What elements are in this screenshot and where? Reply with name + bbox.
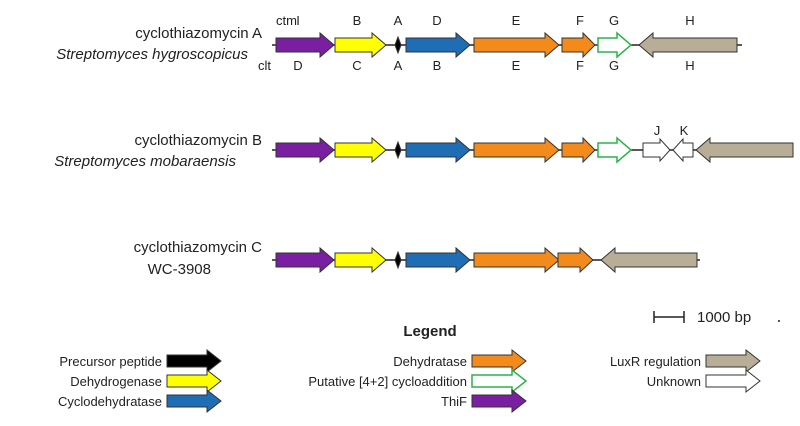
- cluster-a-gene-labels: I B A D E F G H D C A B E F G H: [293, 13, 694, 73]
- cluster-a-row-label-bottom: clt: [258, 58, 271, 73]
- cluster-c-genes: [275, 246, 698, 274]
- legend-swatch-cycloaddition: [471, 368, 528, 394]
- gene-arrow: [405, 136, 471, 164]
- gene-arrow: [642, 137, 671, 163]
- gene-arrow: [394, 35, 402, 55]
- gene-label-bottom: F: [576, 58, 584, 73]
- legend: Precursor peptide Dehydrogenase Cyclodeh…: [58, 348, 761, 414]
- gene-label-bottom: D: [293, 58, 302, 73]
- legend-label-luxr: LuxR regulation: [610, 354, 701, 369]
- gene-arrow: [334, 31, 387, 59]
- cluster-c-organism: WC-3908: [148, 261, 211, 278]
- gene-arrow: [405, 31, 471, 59]
- gene-arrow: [695, 136, 794, 164]
- scale-bar-label: 1000 bp: [697, 309, 751, 326]
- gene-arrow: [275, 31, 335, 59]
- gene-label-top: G: [609, 13, 619, 28]
- scale-dot: [778, 320, 780, 322]
- gene-arrow: [597, 31, 633, 59]
- gene-arrow: [561, 136, 596, 164]
- gene-label-bottom: B: [433, 58, 442, 73]
- gene-label-bottom: C: [352, 58, 361, 73]
- legend-label-unknown: Unknown: [647, 374, 701, 389]
- gene-label-top: B: [353, 13, 362, 28]
- gene-arrow: [473, 246, 560, 274]
- gene-label-top: J: [654, 123, 661, 138]
- gene-arrow: [597, 136, 633, 164]
- cluster-b-organism: Streptomyces mobaraensis: [54, 153, 236, 170]
- gene-label-top: E: [512, 13, 521, 28]
- legend-swatch-thif: [471, 388, 527, 414]
- legend-swatch-luxr: [705, 348, 761, 374]
- gene-label-bottom: G: [609, 58, 619, 73]
- cluster-a-name: cyclothiazomycin A: [135, 25, 262, 42]
- legend-swatch-dehydrogenase: [166, 368, 222, 394]
- gene-arrow: [672, 137, 694, 163]
- gene-label-top: F: [576, 13, 584, 28]
- gene-arrow: [473, 136, 560, 164]
- scale-bar: 1000 bp: [653, 309, 780, 326]
- legend-swatch-unknown: [705, 368, 761, 394]
- cluster-a-row-label-top: ctm: [276, 13, 297, 28]
- legend-label-dehydratase: Dehydratase: [393, 354, 467, 369]
- legend-label-cycloaddition: Putative [4+2] cycloaddition: [308, 374, 467, 389]
- gene-label-top: H: [685, 13, 694, 28]
- gene-label-top: I: [296, 13, 300, 28]
- gene-arrow: [334, 246, 387, 274]
- gene-arrow: [473, 31, 560, 59]
- cluster-c-name: cyclothiazomycin C: [134, 239, 263, 256]
- gene-arrow: [405, 246, 471, 274]
- cluster-b-genes: [275, 136, 794, 164]
- legend-label-thif: ThiF: [441, 394, 467, 409]
- legend-swatch-dehydratase: [471, 348, 527, 374]
- legend-swatch-cyclodehydratase: [166, 388, 222, 414]
- gene-arrow: [600, 246, 698, 274]
- legend-title: Legend: [403, 323, 456, 340]
- legend-label-cyclodehydratase: Cyclodehydratase: [58, 394, 162, 409]
- cluster-b-name: cyclothiazomycin B: [134, 132, 262, 149]
- gene-arrow: [275, 246, 335, 274]
- gene-arrow: [394, 250, 402, 270]
- gene-label-top: K: [680, 123, 689, 138]
- gene-arrow: [638, 31, 738, 59]
- gene-label-bottom: H: [685, 58, 694, 73]
- gene-label-top: D: [432, 13, 441, 28]
- legend-label-precursor: Precursor peptide: [59, 354, 162, 369]
- gene-label-top: A: [394, 13, 403, 28]
- legend-label-dehydrogenase: Dehydrogenase: [70, 374, 162, 389]
- gene-arrow: [394, 140, 402, 160]
- gene-label-bottom: E: [512, 58, 521, 73]
- gene-arrow: [334, 136, 387, 164]
- legend-swatch-precursor: [166, 348, 222, 374]
- gene-arrow: [557, 246, 594, 274]
- cluster-a-organism: Streptomyces hygroscopicus: [56, 46, 248, 63]
- gene-label-bottom: A: [394, 58, 403, 73]
- cluster-a-genes: [275, 31, 738, 59]
- gene-arrow: [561, 31, 596, 59]
- gene-arrow: [275, 136, 335, 164]
